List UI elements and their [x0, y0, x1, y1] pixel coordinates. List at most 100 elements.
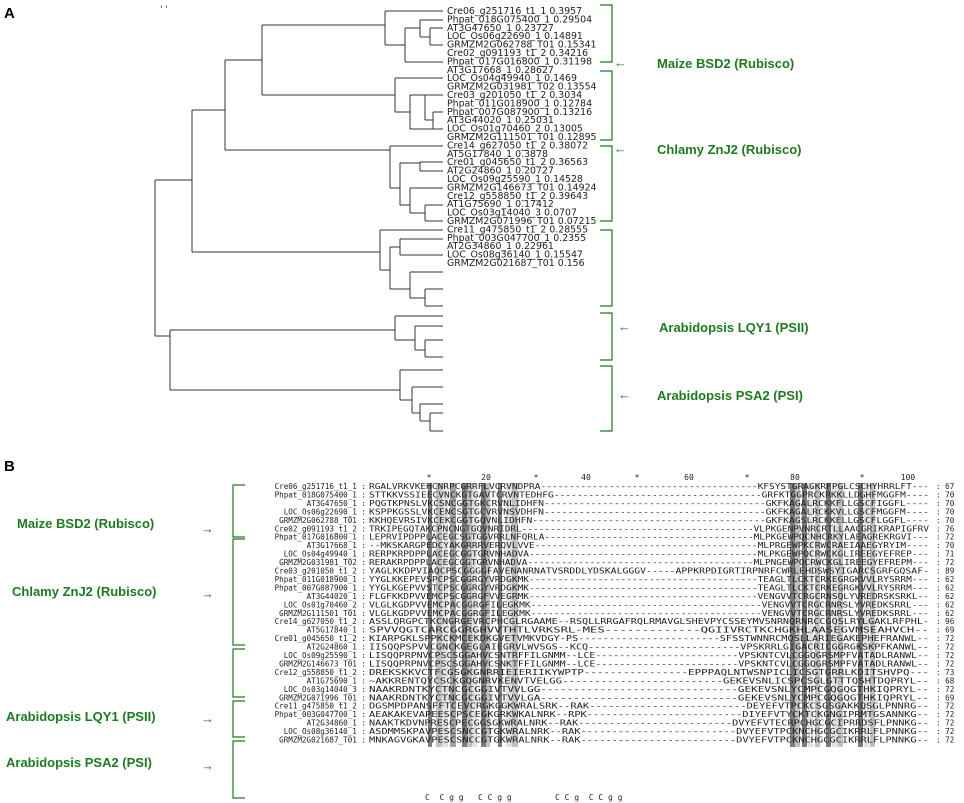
sequence-length: : 72: [936, 651, 954, 660]
sequence-length: : 76: [936, 524, 955, 533]
alignment-row: GRMZM2G146673_T01 :LISQQPRPNVCPSCSGGAHVC…: [279, 659, 954, 668]
conserved-column: [472, 483, 477, 747]
alignment-row: Cre01_g045650_t1_2 :KIARPGKLSPPKCKMCEKDK…: [275, 634, 955, 643]
sequence: --MKSKARGPEDCYAKGRRRVERQVLVVE-----------…: [369, 541, 929, 550]
leaf-name: Cre12_g558850_t1_2: [447, 191, 546, 202]
sequence-length: : 72: [936, 659, 954, 668]
group-bracket: [232, 740, 245, 799]
sequence-length: : 89: [936, 567, 955, 576]
sequence: YYGLKGEPVVSTCPSCGGRGYVRDGKMK------------…: [369, 583, 929, 592]
alignment-ruler: *20*40*60*80*100: [427, 473, 916, 482]
leaf-distance: 0.12784: [553, 98, 592, 109]
sequence-length: : 96: [936, 617, 955, 626]
alignment-row: Cre06_g251716_t1_1 :RGALVRKVKEHCNRPCGRRF…: [275, 482, 955, 491]
consensus-line: C C g g C C g g C C g C C g g: [425, 793, 623, 802]
leaf-distance: 0.3878: [515, 149, 548, 160]
alignment-row: LOC_Os01g70460_2 :VLGLKGDPVVEMCPACGGRGFI…: [284, 600, 955, 609]
sequence: NAAKTKDVNPRESCPECGGSGKWRALNRK--RAK------…: [369, 719, 929, 728]
conserved-column: [838, 483, 843, 747]
sequence-length: : 62: [936, 609, 954, 618]
sequence-name: Cre14_g627050_t1_2 :: [275, 617, 366, 626]
leaf-distance: 0.15547: [544, 250, 583, 261]
alignment-row: LOC_Os04g49940_1 :RERPKRPDPPLACEGCGGTGRV…: [284, 550, 955, 559]
alignment-row: LOC_Os09g25590_1 :LISQQPRPNVCPSCSGGAHVCS…: [284, 651, 955, 660]
ruler-tick-label: 100: [901, 473, 916, 482]
sequence-name: LOC_Os04g49940_1 :: [284, 550, 366, 559]
leaf-name: AT3G17668_1: [447, 65, 512, 76]
sequence-name: Phpat_003G047700_1 :: [275, 710, 366, 719]
sequence-length: : 71: [936, 550, 955, 559]
conserved-column: [815, 483, 820, 747]
sequence-length: : 62: [936, 583, 954, 592]
annotation-label: Maize BSD2 (Rubisco): [17, 516, 154, 531]
leaf-distance: 0.0707: [544, 208, 577, 219]
conserved-column: [481, 483, 486, 747]
alignment-row: AT5G17840_1 :SPVVQGTCARCGGRGHVVTHTLVRKSR…: [307, 626, 955, 635]
alignment-rows: Cre06_g251716_t1_1 :RGALVRKVKEHCNRPCGRRF…: [275, 482, 955, 745]
sequence-length: : 67: [936, 482, 954, 491]
sequence-name: Phpat_018G075400_1 :: [275, 490, 366, 499]
sequence-name: LOC_Os01g70460_2 :: [284, 600, 366, 609]
alignment-row: GRMZM2G111501_T01 :VLGLKGDPVVEMCPACGGRGF…: [279, 609, 954, 618]
leaf-distance: 0.39643: [549, 191, 588, 202]
annotation-b-arabidopsis-psa2: Arabidopsis PSA2 (PSI) →: [6, 755, 214, 773]
conserved-column: [802, 483, 807, 747]
leaf-name: LOC_Os09g25590_1: [447, 174, 541, 185]
ruler-tick-label: 60: [684, 473, 694, 482]
sequence: ASDMMSKPAVPESCSNCCGTGKWRALNRK--RAK------…: [369, 727, 929, 736]
ruler-tick-label: *: [860, 473, 865, 482]
ruler-tick-label: 40: [581, 473, 591, 482]
alignment-row: AT2G24860_1 :IISQQPSPVVCGNCKGEGLAIEGRVLW…: [307, 643, 955, 652]
sequence: KSPPKGSSLVKCENCSGTGCVRVNSVDHFN----------…: [369, 507, 929, 516]
leaf-name: Phpat_003G047700_1: [447, 233, 550, 244]
annotation-maize-bsd2: ← Maize BSD2 (Rubisco): [614, 55, 794, 71]
conserved-column: [808, 483, 813, 747]
tree-branch: [384, 10, 443, 63]
leaf-name: Phpat_018G075400_1: [447, 14, 550, 25]
clade-bracket: [600, 229, 613, 307]
conserved-column: [790, 483, 795, 747]
sequence-name: Cre01_g045650_t1_2 :: [275, 634, 366, 643]
phylogenetic-tree: [154, 10, 443, 432]
panel-b-letter: B: [4, 458, 15, 475]
sequence-name: Cre12_g558850_t1_2 :: [275, 668, 366, 677]
leaf-distance: 0.13005: [544, 124, 583, 135]
sequence: NAAKRDNTKYCTNCGCGGIVTVVLGA--------------…: [369, 693, 929, 702]
annotation-label: Chlamy ZnJ2 (Rubisco): [12, 584, 156, 599]
leaf-name: GRMZM2G031981_T02: [447, 82, 555, 93]
leaf-name: LOC_Os06g22690_1: [447, 31, 541, 42]
alignment-row: AT3G44020_1 :FLGFKKDPVVEMCPSCGGRGFVVEGRM…: [307, 592, 955, 601]
annotation-label: Arabidopsis PSA2 (PSI): [657, 388, 803, 403]
sequence: RGALVRKVKEHCNRPCGRRFLVCRVNDPRA----------…: [369, 482, 929, 491]
sequence-name: Cre11_g475850_t1_2 :: [275, 702, 366, 711]
annotation-b-maize-bsd2: Maize BSD2 (Rubisco) →: [17, 516, 214, 536]
leaf-name: Cre11_g475850_t1_2: [447, 224, 546, 235]
sequence-length: : 68: [936, 676, 955, 685]
sequence-name: GRMZM2G031981_T02 :: [279, 558, 366, 567]
leaf-name: LOC_Os03g14040_3: [447, 208, 541, 219]
leaf-distance: 0.1469: [544, 73, 577, 84]
left-arrow-icon: ←: [614, 55, 627, 70]
alignment-row: Cre14_g627050_t1_2 :ASSLQRGPCTKCNGRGEVRC…: [275, 617, 955, 626]
leaf-distance: 0.20727: [515, 166, 554, 177]
ruler-tick-label: *: [427, 473, 432, 482]
sequence: LISQQPRPNVCPSCSGGAHVCSNKTFFILGNMM--LCE--…: [369, 659, 929, 668]
alignment-row: GRMZM2G021687_T01 :MNKAGVGKAVPESCSNCCGTG…: [279, 736, 954, 745]
leaf-name: AT5G17840_1: [447, 149, 512, 160]
sequence-name: AT3G17668_1 :: [307, 541, 366, 550]
leaf-distance: 0.38072: [549, 140, 588, 151]
conserved-column: [442, 483, 448, 747]
alignment-row: Phpat_007G087900_1 :YYGLKGEPVVSTCPSCGGRG…: [275, 583, 955, 592]
